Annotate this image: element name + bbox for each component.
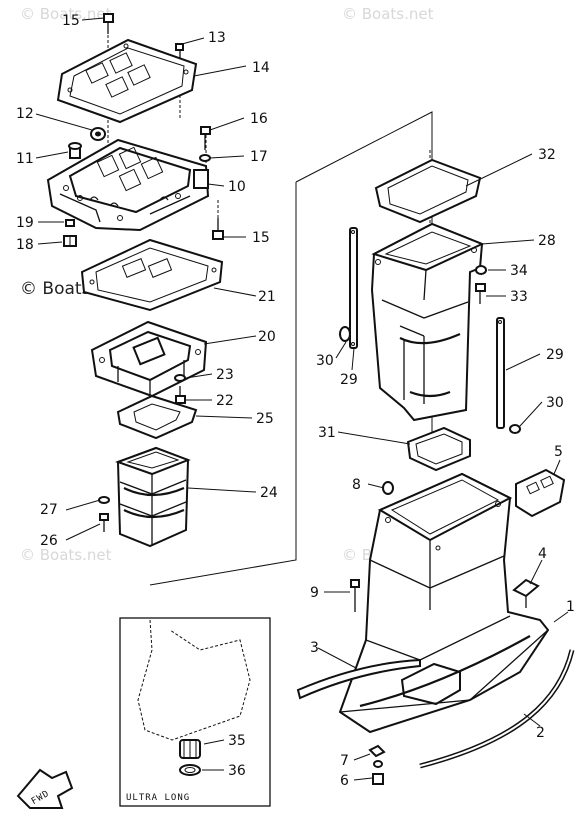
callout-20: 20	[258, 329, 276, 345]
callout-21: 21	[258, 289, 276, 305]
gasket-part-25	[116, 394, 198, 440]
callout-30-right: 30	[546, 395, 564, 411]
callout-3: 3	[310, 640, 319, 656]
gasket-part-32	[374, 158, 482, 224]
bolt-part-22	[175, 386, 186, 404]
gasket-part-21	[80, 238, 224, 312]
callout-23: 23	[216, 367, 234, 383]
callout-31: 31	[318, 425, 336, 441]
callout-10: 10	[228, 179, 246, 195]
callout-15-top: 15	[62, 13, 80, 29]
upper-casing-extension-part-28	[370, 222, 485, 422]
nut-part-34	[475, 265, 487, 275]
callout-34: 34	[510, 263, 528, 279]
inset-clamp-part-36	[179, 764, 201, 776]
callout-17: 17	[250, 149, 268, 165]
callout-11: 11	[16, 151, 34, 167]
fitting-part-11	[68, 142, 82, 159]
nut-part-18	[63, 235, 77, 247]
exhaust-manifold-part-24	[115, 446, 191, 548]
callout-4: 4	[538, 546, 547, 562]
callout-numbers: 15 13 14 12 11 16 17 10 19 18 15 21 20 2…	[16, 13, 575, 789]
upper-casing-part-10	[46, 138, 210, 232]
bolt-part-13	[175, 43, 184, 58]
callout-1: 1	[566, 599, 575, 615]
callout-13: 13	[208, 30, 226, 46]
callout-32: 32	[538, 147, 556, 163]
callout-6: 6	[340, 773, 349, 789]
top-gasket-part-14	[56, 38, 198, 124]
callout-29-left: 29	[340, 372, 358, 388]
callout-19: 19	[16, 215, 34, 231]
callout-29-right: 29	[546, 347, 564, 363]
nut-part-30-right	[509, 424, 521, 434]
callout-16: 16	[250, 111, 268, 127]
callout-12: 12	[16, 106, 34, 122]
callout-22: 22	[216, 393, 234, 409]
anode-part-4	[512, 578, 540, 608]
seal-ring-part-31	[406, 426, 471, 472]
inset-fitting-part-35	[179, 739, 201, 759]
ultra-long-inset: ULTRA LONG	[119, 617, 271, 807]
callout-33: 33	[510, 289, 528, 305]
callout-26: 26	[40, 533, 58, 549]
watermark-top-right: © Boats.net	[342, 5, 434, 23]
callout-30-left: 30	[316, 353, 334, 369]
bolt-part-15-lower	[212, 218, 224, 240]
watermark-top-left: © Boats.net	[20, 5, 112, 23]
callout-14: 14	[252, 60, 270, 76]
bolt-part-16	[200, 126, 211, 150]
callout-15-lower: 15	[252, 230, 270, 246]
callout-24: 24	[260, 485, 278, 501]
callout-2: 2	[536, 725, 545, 741]
plug-part-8	[382, 481, 394, 495]
fwd-arrow-icon: FWD	[16, 768, 74, 809]
washer-part-27	[98, 496, 110, 504]
callout-18: 18	[16, 237, 34, 253]
inset-frame	[119, 617, 271, 807]
bolt-part-9	[350, 579, 360, 612]
callout-7: 7	[340, 753, 349, 769]
washer-part-23	[174, 374, 186, 382]
exhaust-guide-part-20	[90, 320, 208, 400]
callout-35: 35	[228, 733, 246, 749]
callout-36: 36	[228, 763, 246, 779]
washer-part-17	[199, 154, 211, 162]
bolt-part-33	[475, 283, 486, 304]
lower-casing-part-1	[338, 472, 550, 734]
callout-25: 25	[256, 411, 274, 427]
plug-part-12	[90, 127, 106, 141]
grommet-part-5	[515, 468, 566, 518]
rubber-seal-part-29-left	[349, 227, 358, 349]
bolt-part-26	[99, 513, 109, 532]
screw-part-19	[65, 219, 75, 227]
screw-part-6	[372, 760, 384, 785]
callout-9: 9	[310, 585, 319, 601]
callout-27: 27	[40, 502, 58, 518]
rubber-strip-part-2	[419, 649, 575, 769]
inset-label: ULTRA LONG	[126, 793, 190, 803]
callout-5: 5	[554, 444, 563, 460]
leader-lines	[35, 17, 569, 781]
watermark-bottom-left: © Boats.net	[20, 546, 112, 564]
screw-part-7	[368, 744, 386, 758]
hose-part-3	[296, 658, 421, 700]
callout-28: 28	[538, 233, 556, 249]
rubber-seal-part-29-right	[496, 317, 505, 429]
bolt-part-15-top	[103, 13, 114, 34]
callout-8: 8	[352, 477, 361, 493]
nut-part-30-left	[339, 326, 351, 342]
